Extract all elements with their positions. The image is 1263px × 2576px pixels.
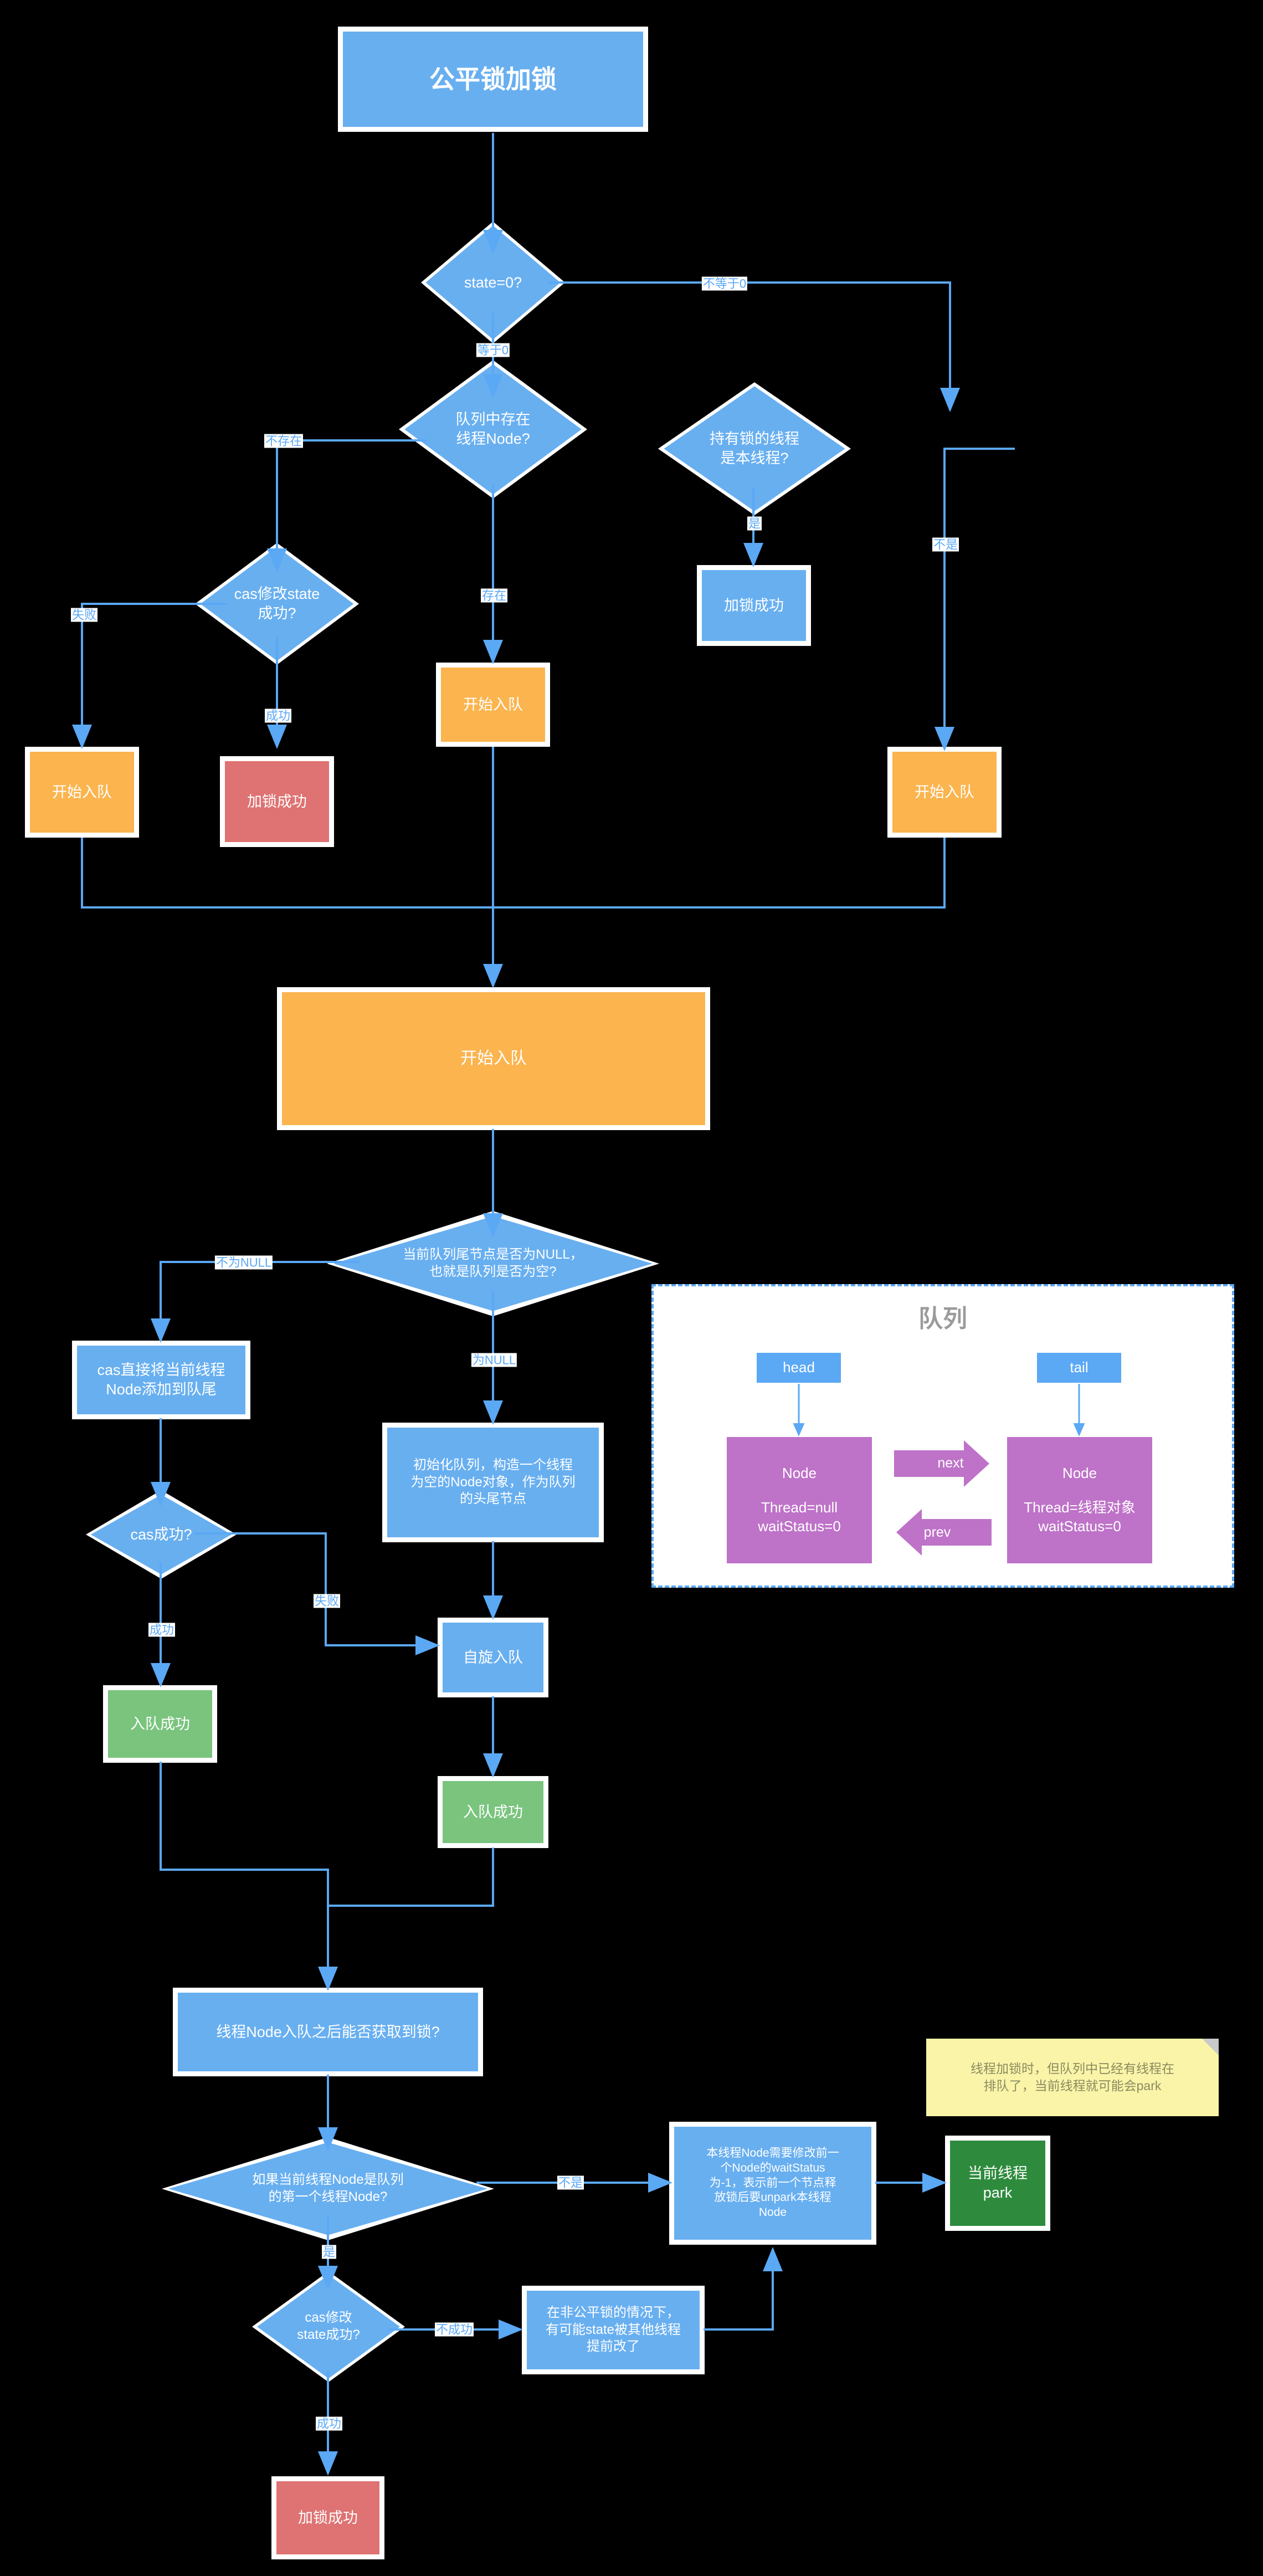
node-enqueue-ok-left[interactable]: 入队成功 [103,1685,217,1763]
queue-tail-pointer: tail [1037,1353,1121,1383]
queue-panel-title: 队列 [918,1305,967,1332]
edge-label-cas-ok-fail: 失败 [313,1594,341,1608]
decision-state-zero-label: state=0? [464,274,522,291]
decision-cas-state-2[interactable]: cas修改 state成功? [252,2271,405,2382]
queue-node-head-detail: Thread=null waitStatus=0 [758,1499,841,1535]
edge-label-not-null: 不为NULL [214,1255,273,1270]
decision-cas-state[interactable]: cas修改state 成功? [195,543,359,665]
edge-label-exist: 存在 [480,588,508,603]
edge-label-is-null: 为NULL [471,1353,517,1367]
node-thread-park[interactable]: 当前线程 park [945,2136,1050,2231]
node-set-prev-waitstatus[interactable]: 本线程Node需要修改前一 个Node的waitStatus 为-1，表示前一个… [669,2122,876,2245]
sticky-note-fold-icon [1202,2039,1219,2055]
node-enqueue-mid[interactable]: 开始入队 [436,663,550,747]
queue-next-label: next [937,1455,964,1471]
edge-label-cas-ok-success: 成功 [148,1623,176,1637]
edge-label-is-first-no: 不是 [557,2175,584,2190]
node-enqueue-left[interactable]: 开始入队 [25,747,139,838]
prev-arrow-shape [896,1509,992,1556]
queue-head-pointer: head [757,1353,841,1383]
decision-state-zero[interactable]: state=0? [421,222,565,343]
queue-node-tail-name: Node [1062,1465,1097,1482]
node-title[interactable]: 公平锁加锁 [338,27,648,132]
edge-label-cas2-success: 成功 [315,2416,343,2431]
edge-label-holder-yes: 是 [747,516,762,531]
node-lock-success-final[interactable]: 加锁成功 [271,2476,384,2559]
decision-holder-is-self[interactable]: 持有锁的线程 是本线程? [658,382,851,515]
queue-illustration-panel: 队列 head tail Node Thread=null waitStatus… [651,1284,1234,1588]
edge-label-cas-fail-1: 失败 [70,608,98,622]
queue-prev-label: prev [923,1525,951,1540]
queue-node-head: Node Thread=null waitStatus=0 [727,1437,872,1563]
queue-pointer-arrows [793,1384,1085,1556]
node-enqueue-ok-right[interactable]: 入队成功 [438,1776,548,1848]
decision-cas-ok[interactable]: cas成功? [86,1490,237,1579]
edge-label-is-first-yes: 是 [321,2245,337,2259]
node-init-queue[interactable]: 初始化队列，构造一个线程 为空的Node对象，作为队列 的头尾节点 [382,1423,604,1542]
sticky-note-text: 线程加锁时，但队列中已经有线程在 排队了，当前线程就可能会park [971,2061,1174,2093]
edge-label-equal-0: 等于0 [476,343,510,357]
node-enqueue-start-big[interactable]: 开始入队 [277,987,710,1130]
sticky-note-park-explanation: 线程加锁时，但队列中已经有线程在 排队了，当前线程就可能会park [926,2039,1219,2116]
decision-cas-state-2-label: cas修改 state成功? [297,2310,360,2342]
decision-queue-has-node-label: 队列中存在 线程Node? [455,411,531,447]
node-unfair-lock-note[interactable]: 在非公平锁的情况下， 有可能state被其他线程 提前改了 [522,2286,705,2374]
queue-node-tail: Node Thread=线程对象 waitStatus=0 [1007,1437,1152,1563]
decision-is-first-node[interactable]: 如果当前线程Node是队列 的第一个线程Node? [162,2137,494,2240]
edge-label-not-exist: 不存在 [264,434,304,448]
edge-label-not-equal-0: 不等于0 [701,276,748,291]
decision-tail-is-null[interactable]: 当前队列尾节点是否为NULL， 也就是队列是否为空? [327,1211,659,1316]
edge-label-cas-success-1: 成功 [264,709,292,723]
node-lock-success-red[interactable]: 加锁成功 [220,756,334,847]
edge-label-holder-no: 不是 [932,537,959,552]
edge-label-cas2-fail: 不成功 [434,2322,474,2337]
decision-cas-ok-label: cas成功? [130,1526,192,1543]
node-cas-add-tail[interactable]: cas直接将当前线程 Node添加到队尾 [72,1341,250,1419]
decision-queue-has-node[interactable]: 队列中存在 线程Node? [399,360,587,499]
node-spin-enqueue[interactable]: 自旋入队 [438,1618,548,1697]
node-lock-success-reentrant[interactable]: 加锁成功 [697,565,811,646]
decision-cas-state-label: cas修改state 成功? [234,586,320,622]
queue-node-head-name: Node [782,1465,817,1482]
next-arrow-shape [894,1440,989,1487]
decision-holder-is-self-label: 持有锁的线程 是本线程? [710,430,799,466]
queue-node-tail-detail: Thread=线程对象 waitStatus=0 [1024,1499,1136,1535]
decision-tail-is-null-label: 当前队列尾节点是否为NULL， 也就是队列是否为空? [403,1247,583,1279]
decision-is-first-node-label: 如果当前线程Node是队列 的第一个线程Node? [252,2172,404,2204]
